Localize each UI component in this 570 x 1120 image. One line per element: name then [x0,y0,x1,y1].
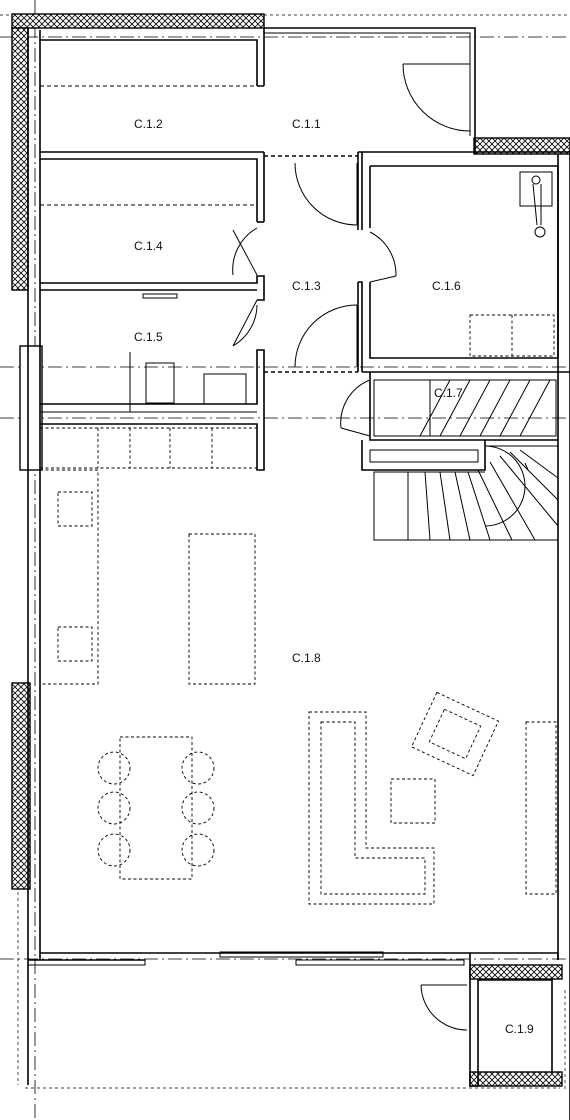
room-label-c13: C.1.3 [292,279,321,293]
room-label-c14: C.1.4 [134,239,163,253]
room-label-c12: C.1.2 [134,117,163,131]
walls [27,27,570,1120]
room-label-c17: C.1.7 [434,386,463,400]
room-label-c19: C.1.9 [505,1022,534,1036]
doors [232,63,471,1031]
room-label-c11: C.1.1 [292,117,321,131]
room-label-c15: C.1.5 [134,330,163,344]
room-label-c16: C.1.6 [432,279,461,293]
room-label-c18: C.1.8 [292,651,321,665]
room-labels: C.1.2 C.1.1 C.1.4 C.1.3 C.1.6 C.1.5 C.1.… [134,117,534,1036]
exterior-walls [11,13,570,1087]
fixtures [39,171,557,905]
staircase [373,379,559,541]
